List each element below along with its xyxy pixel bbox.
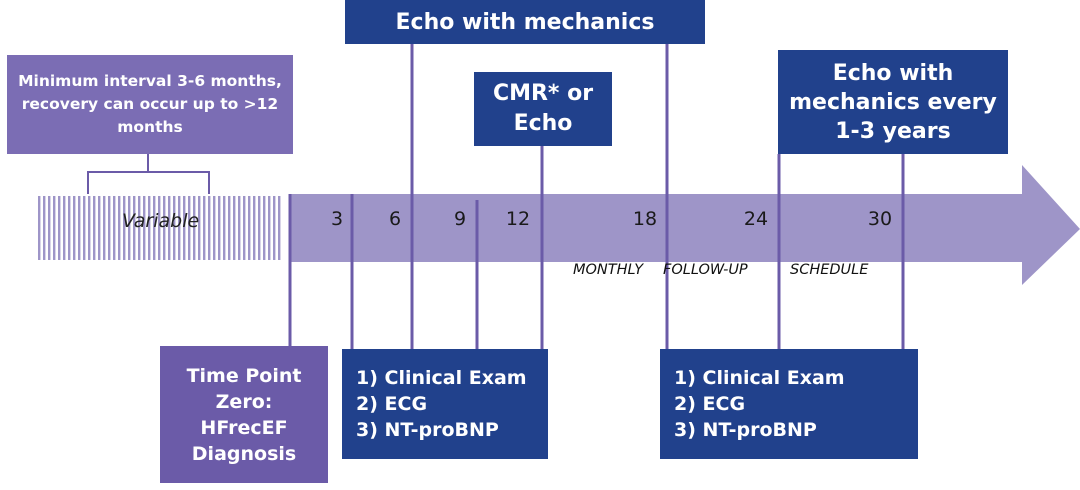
hatch-stripe bbox=[83, 196, 86, 260]
minimum-interval-box: Minimum interval 3-6 months, recovery ca… bbox=[7, 55, 293, 154]
month-tick-label: 6 bbox=[388, 208, 402, 230]
hatch-stripe bbox=[188, 196, 191, 260]
exam-item: 1) Clinical Exam bbox=[674, 367, 845, 389]
exam-item: 2) ECG bbox=[356, 393, 428, 415]
exam-item: 1) Clinical Exam bbox=[356, 367, 527, 389]
hatch-stripe bbox=[158, 196, 161, 260]
followup-exam-box-2: 1) Clinical Exam 2) ECG 3) NT-proBNP bbox=[660, 349, 918, 459]
hatch-stripe bbox=[173, 196, 176, 260]
hatch-stripe bbox=[273, 196, 276, 260]
variable-label: Variable bbox=[122, 210, 200, 232]
timeline-arrow bbox=[290, 165, 1080, 285]
hatch-stripe bbox=[278, 196, 281, 260]
hatch-stripe bbox=[183, 196, 186, 260]
hatch-stripe bbox=[193, 196, 196, 260]
hatch-stripe bbox=[113, 196, 116, 260]
exam-item: 3) NT-proBNP bbox=[674, 419, 817, 441]
hatch-stripe bbox=[248, 196, 251, 260]
hatch-stripe bbox=[63, 196, 66, 260]
hatch-stripe bbox=[103, 196, 106, 260]
followup-exam-box-1: 1) Clinical Exam 2) ECG 3) NT-proBNP bbox=[342, 349, 548, 459]
hatch-stripe bbox=[58, 196, 61, 260]
month-tick-label: 3 bbox=[330, 208, 344, 230]
echo-every-years-box: Echo with mechanics every 1-3 years bbox=[778, 50, 1008, 154]
hatch-stripe bbox=[238, 196, 241, 260]
month-tick-label: 24 bbox=[743, 208, 769, 230]
echo-mechanics-box: Echo with mechanics bbox=[345, 0, 705, 44]
hatch-stripe bbox=[168, 196, 171, 260]
hatch-stripe bbox=[208, 196, 211, 260]
cmr-echo-box: CMR* or Echo bbox=[474, 72, 612, 146]
schedule-word: MONTHLY bbox=[573, 262, 644, 278]
hatch-stripe bbox=[53, 196, 56, 260]
hatch-stripe bbox=[228, 196, 231, 260]
hatch-stripe bbox=[73, 196, 76, 260]
hatch-stripe bbox=[253, 196, 256, 260]
hatch-stripe bbox=[38, 196, 41, 260]
hatch-stripe bbox=[218, 196, 221, 260]
month-tick-label: 9 bbox=[453, 208, 467, 230]
hatch-stripe bbox=[263, 196, 266, 260]
hatch-stripe bbox=[98, 196, 101, 260]
time-point-zero-box: Time Point Zero: HFrecEF Diagnosis bbox=[160, 346, 328, 483]
exam-item: 2) ECG bbox=[674, 393, 746, 415]
hatch-stripe bbox=[148, 196, 151, 260]
hatch-stripe bbox=[68, 196, 71, 260]
hatch-stripe bbox=[48, 196, 51, 260]
month-tick-label: 18 bbox=[632, 208, 658, 230]
hatch-stripe bbox=[88, 196, 91, 260]
hatch-stripe bbox=[153, 196, 156, 260]
month-tick-label: 30 bbox=[867, 208, 893, 230]
hatch-stripe bbox=[138, 196, 141, 260]
interval-brace bbox=[87, 154, 210, 194]
exam-item: 3) NT-proBNP bbox=[356, 419, 499, 441]
hatch-stripe bbox=[198, 196, 201, 260]
hatch-stripe bbox=[118, 196, 121, 260]
hatch-stripe bbox=[93, 196, 96, 260]
hatch-stripe bbox=[243, 196, 246, 260]
hatch-stripe bbox=[163, 196, 166, 260]
hatch-stripe bbox=[43, 196, 46, 260]
hatch-stripe bbox=[128, 196, 131, 260]
hatch-stripe bbox=[108, 196, 111, 260]
hatch-stripe bbox=[223, 196, 226, 260]
schedule-word: SCHEDULE bbox=[790, 262, 869, 278]
hatch-stripe bbox=[78, 196, 81, 260]
hatch-stripe bbox=[268, 196, 271, 260]
hatch-stripe bbox=[233, 196, 236, 260]
hatch-stripe bbox=[123, 196, 126, 260]
schedule-word: FOLLOW-UP bbox=[663, 262, 748, 278]
hatch-stripe bbox=[258, 196, 261, 260]
hatch-stripe bbox=[133, 196, 136, 260]
hatch-stripe bbox=[203, 196, 206, 260]
variable-hatch bbox=[38, 196, 281, 260]
month-tick-label: 12 bbox=[505, 208, 531, 230]
hatch-stripe bbox=[213, 196, 216, 260]
hatch-stripe bbox=[178, 196, 181, 260]
hatch-stripe bbox=[143, 196, 146, 260]
